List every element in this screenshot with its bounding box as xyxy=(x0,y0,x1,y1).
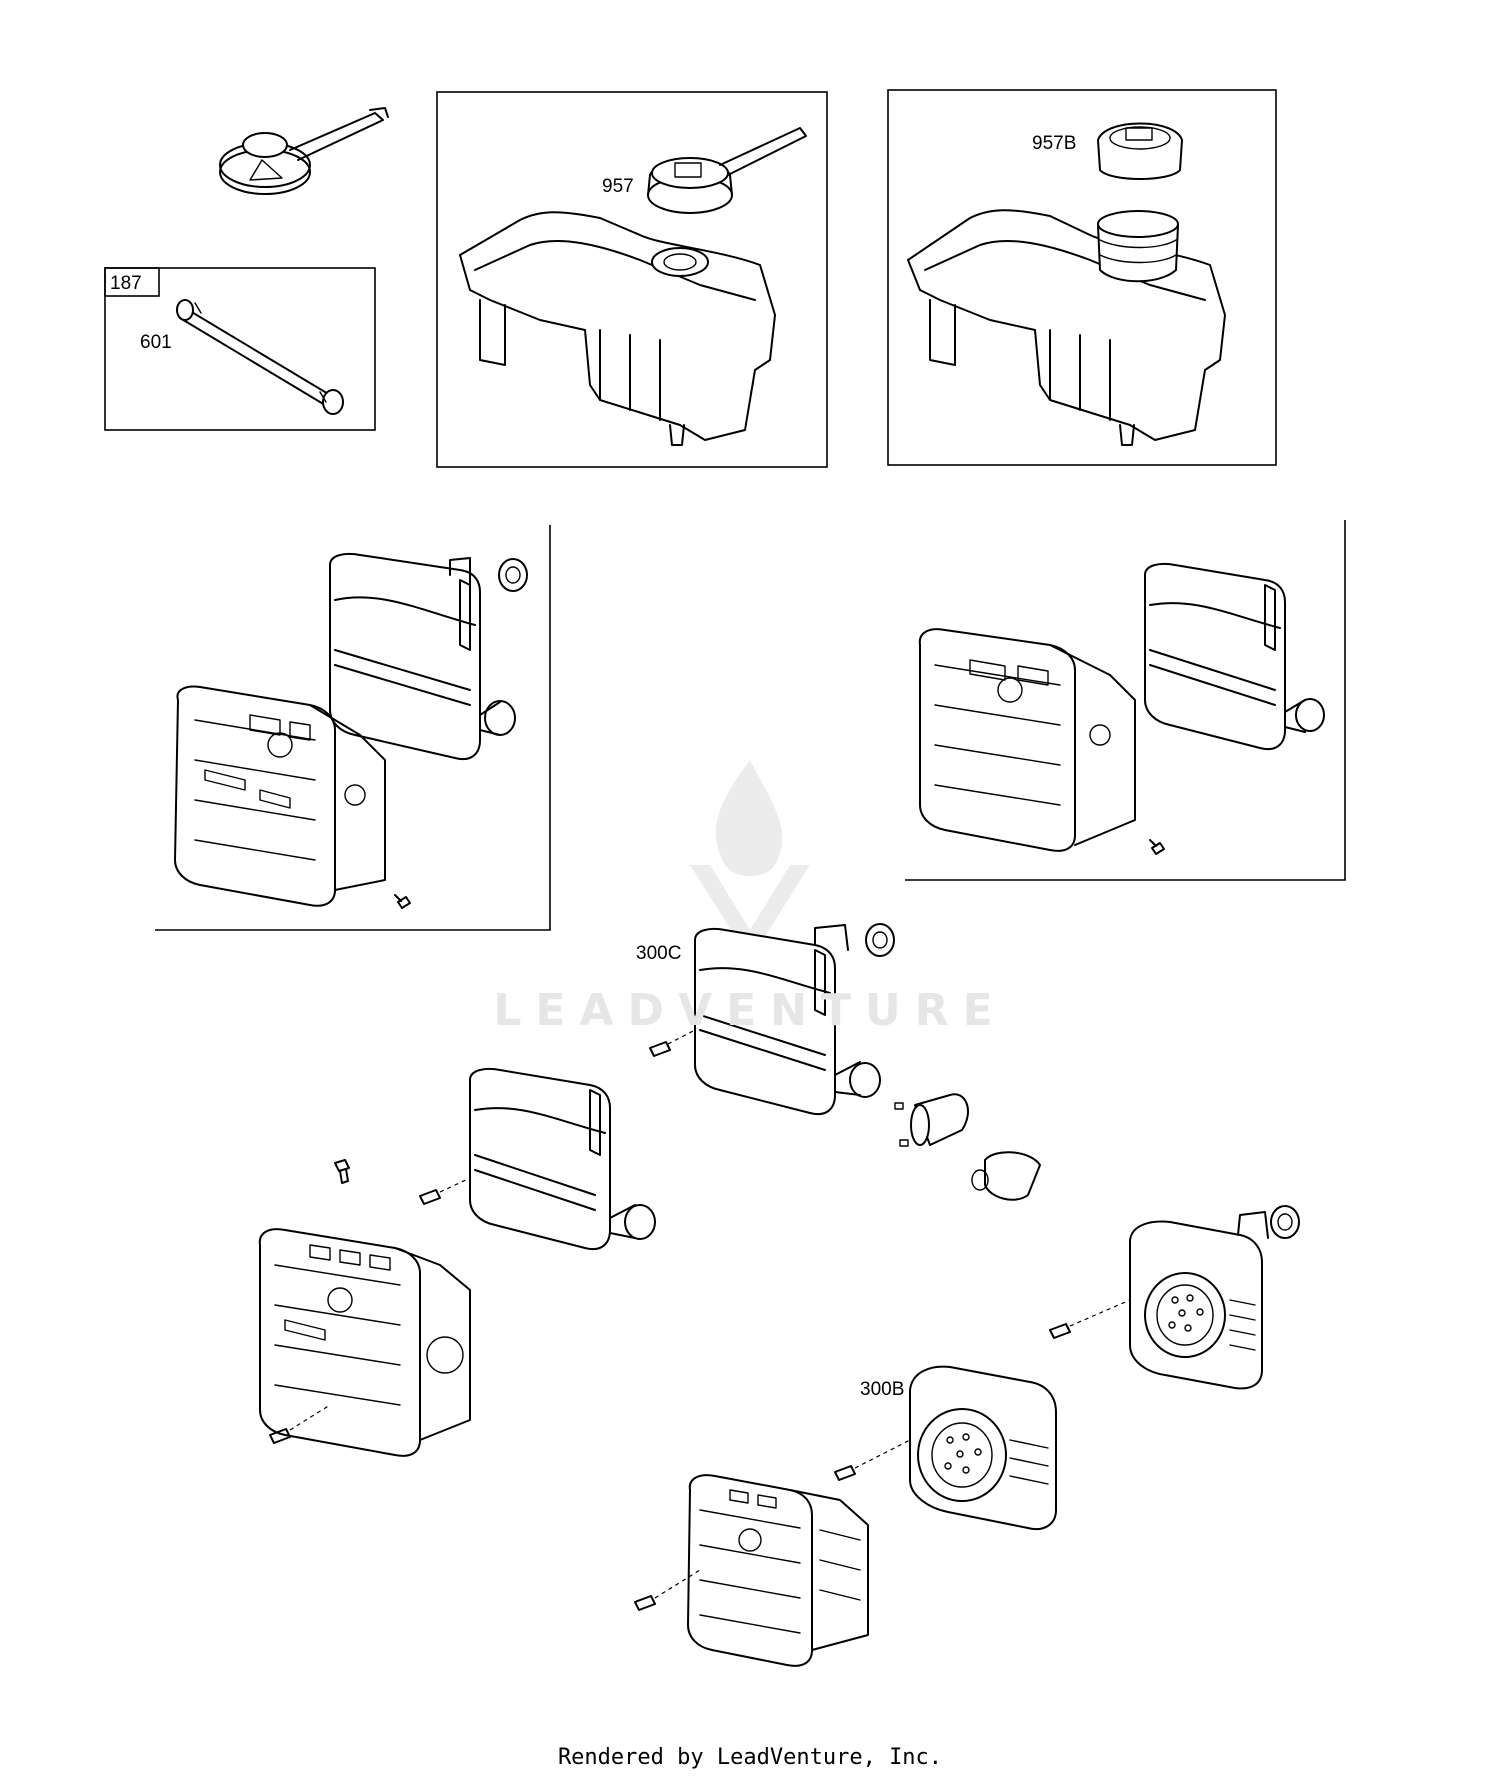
spark-arrestor-part xyxy=(894,1093,1041,1201)
watermark-text: LEADVENTURE xyxy=(493,985,1007,1036)
callout-957: 957 xyxy=(602,176,634,197)
muffler-guard-lower-left-part xyxy=(258,1228,471,1457)
tank-957b-box xyxy=(887,89,1277,466)
round-muffler-300b-part xyxy=(834,1365,1057,1530)
fuel-tank-957b-part xyxy=(907,122,1226,446)
muffler-left-part xyxy=(329,552,528,760)
watermark-logo-icon xyxy=(690,760,810,960)
fuel-hose-part xyxy=(176,299,344,415)
callout-957b: 957B xyxy=(1032,133,1077,154)
callout-300c: 300C xyxy=(636,943,682,964)
muffler-guard-left-part xyxy=(174,685,411,909)
muffler-300c-part xyxy=(649,923,895,1115)
tank-957-box xyxy=(436,91,828,468)
muffler-right-part xyxy=(1144,562,1325,750)
muffler-kit-right-box xyxy=(905,520,1346,881)
footer-credit: Rendered by LeadVenture, Inc. xyxy=(557,1745,943,1770)
callout-601: 601 xyxy=(140,332,172,353)
kit-187-box xyxy=(104,267,376,431)
muffler-guard-bottom-part xyxy=(634,1474,869,1667)
muffler-lower-left-part xyxy=(334,1067,656,1250)
fuel-cap-with-strap-part xyxy=(219,107,389,195)
fuel-tank-957-part xyxy=(459,127,807,446)
muffler-kit-left-box xyxy=(155,525,551,931)
callout-300b: 300B xyxy=(860,1379,905,1400)
muffler-guard-right-part xyxy=(918,628,1165,855)
callout-187: 187 xyxy=(110,273,142,294)
round-muffler-right-part xyxy=(1049,1205,1300,1390)
